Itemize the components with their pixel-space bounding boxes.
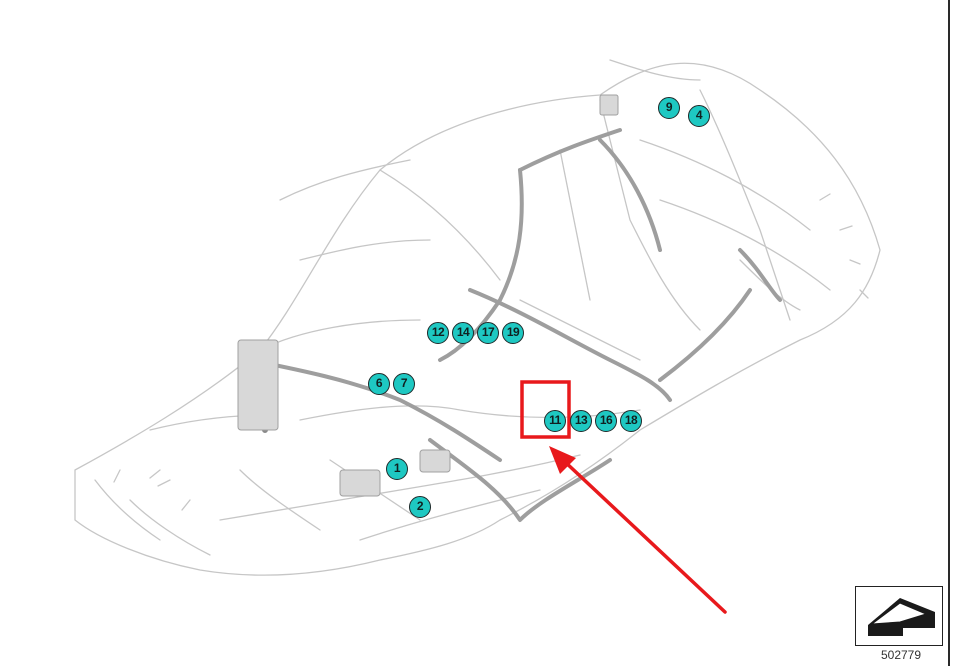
marker-2[interactable]: 2 [409, 496, 431, 518]
marker-9[interactable]: 9 [658, 97, 680, 119]
marker-7[interactable]: 7 [393, 373, 415, 395]
marker-12[interactable]: 12 [427, 322, 449, 344]
pointer-arrow-head [549, 446, 576, 474]
reference-number: 502779 [880, 648, 922, 662]
highlight-box [520, 380, 571, 439]
marker-19[interactable]: 19 [502, 322, 524, 344]
marker-18[interactable]: 18 [620, 410, 642, 432]
marker-4[interactable]: 4 [688, 105, 710, 127]
reference-box [855, 586, 943, 646]
marker-14[interactable]: 14 [452, 322, 474, 344]
marker-17[interactable]: 17 [477, 322, 499, 344]
marker-11[interactable]: 11 [544, 410, 566, 432]
marker-6[interactable]: 6 [368, 373, 390, 395]
marker-13[interactable]: 13 [570, 410, 592, 432]
marker-1[interactable]: 1 [386, 458, 408, 480]
page-edge-line [948, 0, 950, 666]
pointer-arrow-shaft [561, 458, 727, 614]
marker-16[interactable]: 16 [595, 410, 617, 432]
